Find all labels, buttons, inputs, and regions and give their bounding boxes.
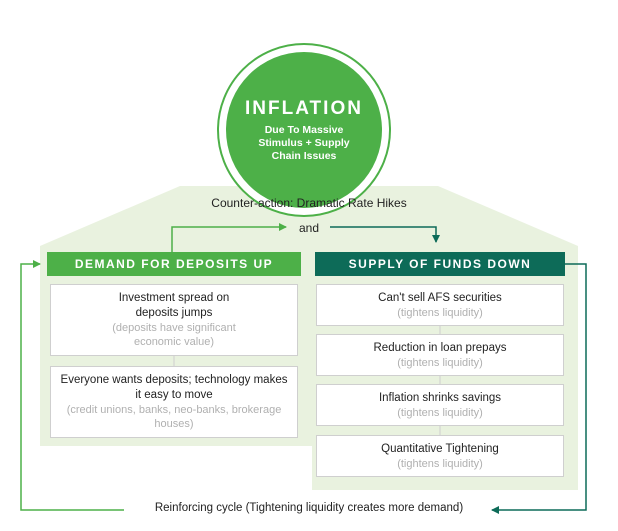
and-to-supply-arrow (330, 226, 440, 243)
supply-item: Reduction in loan prepays (tightens liqu… (316, 334, 564, 376)
demand-item: Investment spread on deposits jumps (dep… (50, 284, 298, 356)
demand-header: DEMAND FOR DEPOSITS UP (47, 252, 301, 276)
supply-item-note: (tightens liquidity) (397, 306, 483, 319)
supply-header: SUPPLY OF FUNDS DOWN (315, 252, 565, 276)
demand-to-and-arrow (171, 223, 287, 252)
demand-item-main: Everyone wants deposits; technology make… (60, 374, 288, 401)
supply-item-note: (tightens liquidity) (397, 356, 483, 369)
demand-item-main: Investment spread on deposits jumps (118, 292, 230, 319)
inflation-subtitle: Due To Massive Stimulus + Supply Chain I… (258, 123, 350, 162)
supply-item: Inflation shrinks savings (tightens liqu… (316, 384, 564, 426)
cycle-loop-left (20, 260, 124, 511)
supply-item-note: (tightens liquidity) (397, 457, 483, 470)
cycle-loop-right (491, 263, 587, 514)
inflation-circle: INFLATION Due To Massive Stimulus + Supp… (226, 52, 382, 208)
supply-item-main: Can't sell AFS securities (378, 291, 502, 304)
supply-item: Quantitative Tightening (tightens liquid… (316, 435, 564, 477)
reinforcing-cycle-label: Reinforcing cycle (Tightening liquidity … (154, 502, 464, 514)
supply-item: Can't sell AFS securities (tightens liqu… (316, 284, 564, 326)
demand-item: Everyone wants deposits; technology make… (50, 366, 298, 438)
inflation-title: INFLATION (245, 97, 363, 119)
supply-item-main: Reduction in loan prepays (373, 341, 507, 354)
supply-item-main: Inflation shrinks savings (378, 391, 502, 404)
supply-item-note: (tightens liquidity) (397, 406, 483, 419)
demand-item-note: (credit unions, banks, neo-banks, broker… (66, 404, 282, 430)
demand-item-note: (deposits have significant economic valu… (112, 322, 236, 348)
and-label: and (298, 221, 320, 235)
supply-item-main: Quantitative Tightening (381, 442, 499, 455)
counter-action-label: Counter-action: Dramatic Rate Hikes (211, 196, 407, 210)
